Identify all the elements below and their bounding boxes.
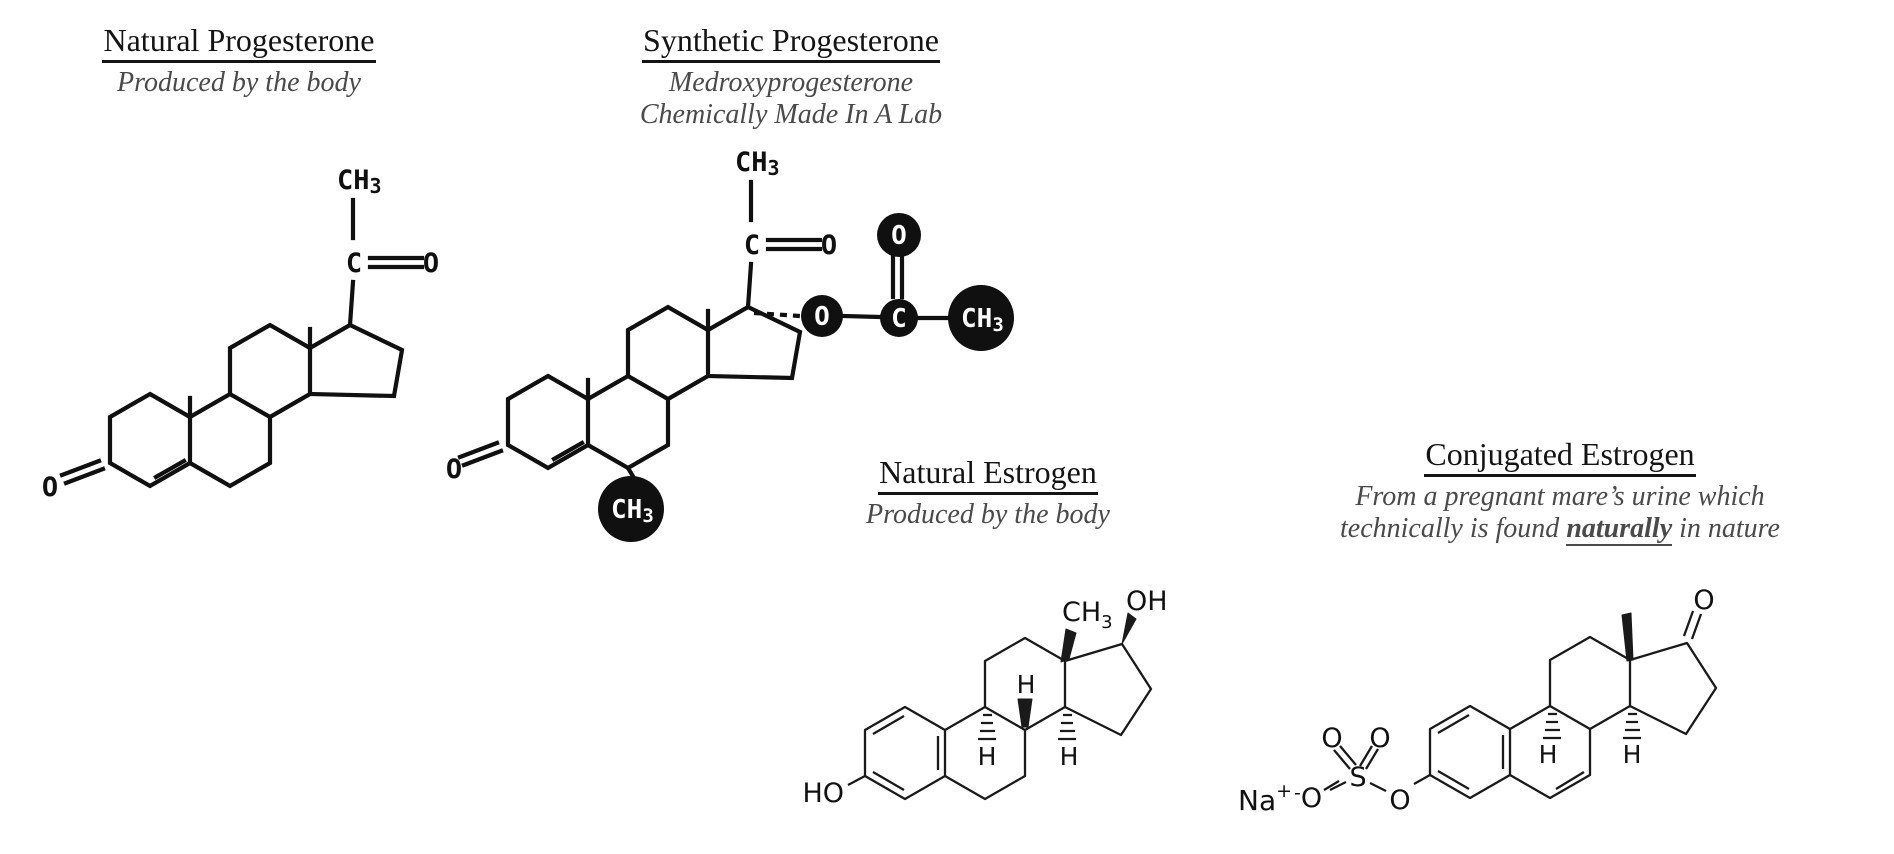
c9-hydrogen-label: H: [978, 742, 997, 771]
phenol-bond: [847, 774, 866, 787]
ring-a-double-bond: [551, 440, 585, 462]
c8-hydrogen-label: H: [1017, 670, 1036, 699]
c3-oxygen-label: O: [446, 454, 462, 485]
sulfur-label: S: [1349, 762, 1366, 793]
ester-carbonyl-oxygen-label: O: [891, 221, 907, 251]
angular-methyl-ticks: [187, 326, 313, 420]
c13-methyl-wedge: [1621, 612, 1634, 662]
natural-progesterone-subtitle: Produced by the body: [117, 66, 361, 98]
anionic-oxygen-label: -O: [1294, 782, 1322, 814]
c14-hydrogen-label: H: [1623, 740, 1642, 769]
c20-oxygen-label: O: [821, 230, 837, 261]
c8-hydrogen-wedge: [1017, 698, 1033, 728]
c17-acetate-dashed-bond: [753, 310, 801, 319]
conjugated-estrogen-subtitle-2: technically is found naturally in nature: [1340, 512, 1780, 546]
ring-b-double-bond: [1555, 771, 1585, 790]
ester-oxygen-label: O: [814, 302, 830, 332]
ester-bonds: [625, 313, 951, 481]
c14-hydrogen-hash-bond: [1058, 713, 1076, 741]
steroid-skeleton: [1428, 635, 1718, 800]
synthetic-progesterone-title-block: Synthetic Progesterone Medroxyprogestero…: [591, 23, 991, 130]
natural-estrogen-subtitle: Produced by the body: [866, 498, 1110, 530]
ring-a-double-bond: [153, 458, 187, 480]
synthetic-progesterone-structure: O C O CH3 O C O CH3 CH3: [446, 147, 1014, 542]
c20-carbon-label: C: [346, 248, 362, 279]
ester-methyl-highlight: [948, 285, 1014, 351]
sulfate-oxygen-1-label: O: [1321, 723, 1342, 754]
ester-carbonyl-double-bond: [890, 254, 905, 300]
c9-hydrogen-label: H: [1539, 740, 1558, 769]
sulfate-double-bond-2: [1359, 745, 1379, 770]
c17-ketone-oxygen-label: O: [1693, 585, 1714, 616]
steroid-skeleton: [863, 636, 1153, 801]
c3-oxygen-label: O: [42, 472, 58, 503]
ester-methyl-label: CH3: [961, 304, 1004, 336]
side-chain-bonds: [347, 197, 356, 328]
angular-methyl-ticks: [585, 308, 711, 402]
c14-hydrogen-hash-bond: [1623, 712, 1641, 740]
c20-double-bond: [367, 255, 425, 270]
natural-estrogen-title-block: Natural Estrogen Produced by the body: [823, 455, 1153, 530]
synthetic-progesterone-subtitle-1: Medroxyprogesterone: [668, 66, 914, 98]
sulfate-oxygen-2-label: O: [1369, 723, 1390, 754]
aromatic-double-bonds: [1437, 714, 1505, 790]
c3-ketone-double-bond: [457, 440, 504, 468]
c9-hydrogen-hash-bond: [1543, 712, 1561, 740]
natural-progesterone-title: Natural Progesterone: [39, 23, 439, 63]
c17-hydroxyl-wedge: [1121, 612, 1137, 645]
steroid-skeleton: [505, 304, 803, 471]
ester-oxygen-highlight: [801, 295, 843, 337]
natural-estrogen-structure: HO CH3 OH H H H: [802, 586, 1167, 809]
c13-methyl-wedge: [1060, 628, 1077, 663]
phenol-hydroxyl-label: HO: [802, 778, 844, 809]
aromatic-double-bonds: [872, 715, 940, 791]
c20-oxygen-label: O: [423, 248, 439, 279]
conjugated-estrogen-title: Conjugated Estrogen: [1280, 437, 1840, 477]
sodium-ion-label: Na+: [1238, 780, 1292, 817]
c3-ketone-double-bond: [59, 458, 106, 486]
c20-carbon-label: C: [744, 230, 760, 261]
c14-hydrogen-label: H: [1060, 742, 1079, 771]
ester-carbonyl-oxygen-highlight: [877, 213, 921, 257]
naturally-emphasis: naturally: [1566, 512, 1673, 546]
steroid-skeleton: [107, 322, 405, 489]
natural-progesterone-structure: O C O CH3: [42, 165, 439, 503]
c13-methyl-label: CH3: [1062, 597, 1113, 633]
natural-progesterone-title-block: Natural Progesterone Produced by the bod…: [39, 23, 439, 98]
synthetic-progesterone-title: Synthetic Progesterone: [591, 23, 991, 63]
c6-methyl-label: CH3: [611, 495, 654, 527]
sulfate-ester-bonds: [1323, 773, 1431, 793]
natural-estrogen-title: Natural Estrogen: [823, 455, 1153, 495]
ester-carbon-highlight: [880, 299, 918, 337]
c21-methyl-label: CH3: [337, 165, 382, 198]
side-chain-bonds: [745, 179, 754, 310]
c20-double-bond: [765, 237, 823, 252]
c17-ketone-double-bond: [1682, 610, 1703, 640]
synthetic-progesterone-subtitle-2: Chemically Made In A Lab: [639, 98, 943, 130]
conjugated-estrogen-subtitle-1: From a pregnant mare’s urine which: [1355, 480, 1765, 512]
ester-carbon-label: C: [891, 304, 907, 334]
conjugated-estrogen-title-block: Conjugated Estrogen From a pregnant mare…: [1280, 437, 1840, 546]
conjugated-estrogen-structure: O H H O S O O -O Na+: [1238, 585, 1718, 817]
c17-hydroxyl-label: OH: [1126, 586, 1168, 617]
ester-oxygen-label: O: [1389, 785, 1410, 816]
c9-hydrogen-hash-bond: [978, 713, 996, 741]
c6-methyl-highlight: [598, 476, 664, 542]
c21-methyl-label: CH3: [735, 147, 780, 180]
sulfate-double-bond-1: [1333, 745, 1357, 770]
